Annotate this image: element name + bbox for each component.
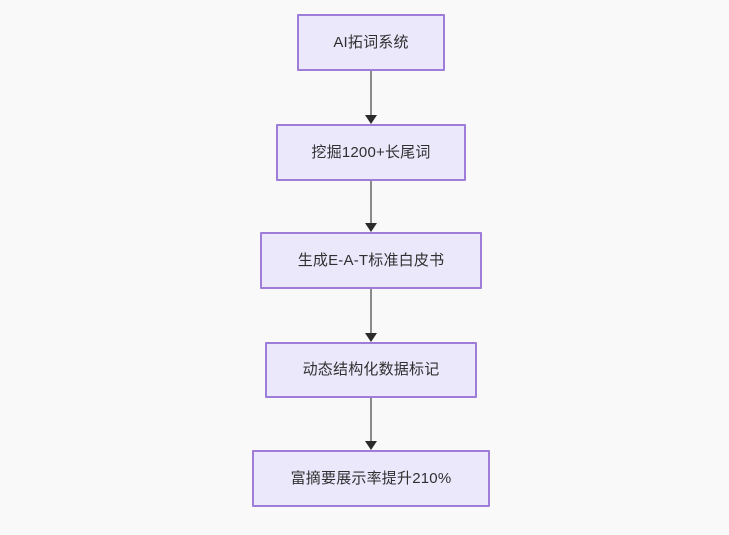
node-label: AI拓词系统	[333, 33, 409, 51]
flowchart-node-longtail-keywords[interactable]: 挖掘1200+长尾词	[276, 124, 466, 181]
edge-line	[370, 181, 372, 223]
edge-line	[370, 71, 372, 115]
edge-line	[370, 398, 372, 441]
node-label: 生成E-A-T标准白皮书	[297, 251, 445, 269]
flowchart-node-structured-data-markup[interactable]: 动态结构化数据标记	[265, 342, 477, 398]
flowchart-node-ai-keyword-system[interactable]: AI拓词系统	[297, 14, 445, 71]
edge-node2-to-node3	[364, 181, 378, 232]
arrowhead-icon	[365, 223, 377, 232]
edge-node4-to-node5	[364, 398, 378, 450]
node-label: 动态结构化数据标记	[302, 361, 440, 378]
flowchart-node-eat-whitepaper[interactable]: 生成E-A-T标准白皮书	[260, 232, 482, 289]
edge-line	[370, 289, 372, 333]
arrowhead-icon	[365, 115, 377, 124]
node-label: 挖掘1200+长尾词	[311, 143, 431, 161]
node-label: 富摘要展示率提升210%	[290, 469, 452, 487]
edge-node1-to-node2	[364, 71, 378, 124]
flowchart-node-rich-snippet-result[interactable]: 富摘要展示率提升210%	[252, 450, 490, 507]
arrowhead-icon	[365, 333, 377, 342]
arrowhead-icon	[365, 441, 377, 450]
edge-node3-to-node4	[364, 289, 378, 342]
